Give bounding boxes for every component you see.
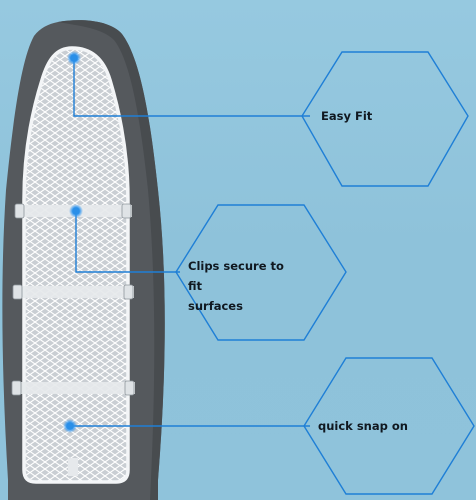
callout-clips: Clips secure to fit surfaces (188, 256, 298, 316)
callout-easy-fit: Easy Fit (321, 109, 373, 123)
bottom-tab (68, 458, 78, 476)
hexagon-quick-snap (303, 357, 475, 495)
hexagon-easy-fit (301, 51, 469, 187)
clips (11, 203, 135, 396)
callout-lines (70, 58, 310, 427)
hexagon-clips (175, 204, 347, 341)
callout-clips-line-2: surfaces (188, 299, 243, 313)
strap-2 (18, 286, 134, 298)
markers (63, 51, 83, 433)
strap-3 (17, 382, 135, 394)
board-cover-shading (58, 20, 165, 500)
callout-clips-line-1: Clips secure to fit (188, 259, 284, 293)
callout-quick-snap: quick snap on (318, 419, 408, 433)
